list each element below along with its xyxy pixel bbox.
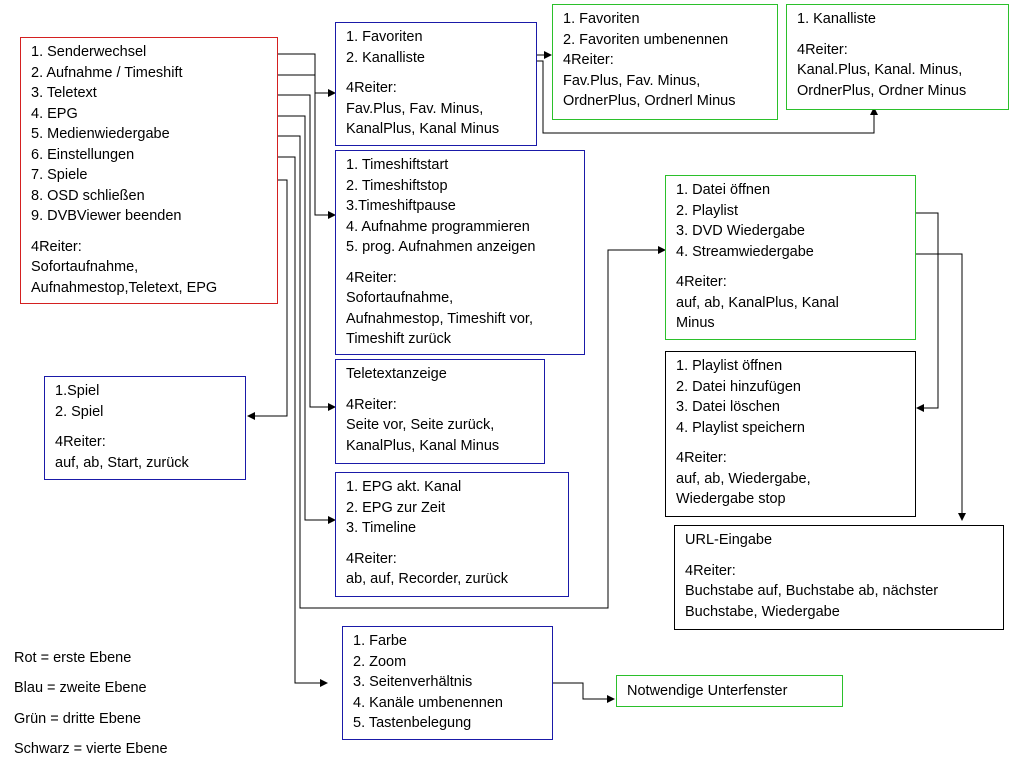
menu-item-einstellungen[interactable]: 6. Einstellungen [31, 146, 135, 163]
tabs-line: ab, auf, Recorder, zurück [346, 571, 508, 587]
tabs-label: 4Reiter: [676, 450, 727, 466]
tabs-line: Minus [676, 315, 715, 331]
tabs-line: Sofortaufnahme, [31, 259, 139, 275]
menu-item-spiel-2[interactable]: 2. Spiel [55, 403, 104, 420]
tabs-label: 4Reiter: [797, 41, 848, 58]
menu-item-aufnahme[interactable]: 2. Aufnahme / Timeshift [31, 64, 183, 81]
menu-item-url-eingabe[interactable]: URL-Eingabe [685, 532, 773, 548]
menu-item-datei-loeschen[interactable]: 3. Datei löschen [676, 399, 780, 415]
legend-level-1: Rot = erste Ebene [14, 650, 132, 666]
tabs-line: Buchstabe auf, Buchstabe ab, nächster [685, 583, 939, 599]
menu-item-epg-akt-kanal[interactable]: 1. EPG akt. Kanal [346, 479, 462, 495]
menu-item-favoriten[interactable]: 1. Favoriten [346, 29, 423, 45]
menu-item-zoom[interactable]: 2. Zoom [353, 653, 407, 670]
menu-item-seitenverhaeltnis[interactable]: 3. Seitenverhältnis [353, 674, 473, 690]
menu-item-teletextanzeige[interactable]: Teletextanzeige [346, 366, 447, 382]
aufnahme-box: 1. Timeshiftstart 2. Timeshiftstop 3.Tim… [335, 150, 585, 355]
menu-item-favoriten-umbenennen[interactable]: 2. Favoriten umbenennen [563, 31, 729, 48]
menu-item-dvd-wiedergabe[interactable]: 3. DVD Wiedergabe [676, 223, 805, 239]
legend-level-2: Blau = zweite Ebene [14, 680, 147, 696]
menu-item-spiel-1[interactable]: 1.Spiel [55, 383, 100, 399]
tabs-line: Sofortaufnahme, [346, 290, 454, 306]
menu-item-playlist[interactable]: 2. Playlist [676, 202, 739, 219]
spiele-box: 1.Spiel 2. Spiel 4Reiter: auf, ab, Start… [44, 376, 246, 480]
arrow-unterfenster [553, 682, 615, 703]
tabs-label: 4Reiter: [676, 274, 727, 290]
menu-item-timeshiftstart[interactable]: 1. Timeshiftstart [346, 157, 449, 173]
medien-box: 1. Datei öffnen 2. Playlist 3. DVD Wiede… [665, 175, 916, 340]
tabs-line: OrdnerPlus, Ordner Minus [797, 82, 967, 99]
menu-item-epg[interactable]: 4. EPG [31, 105, 78, 122]
tabs-line: auf, ab, Start, zurück [55, 454, 189, 471]
main-menu-box: 1. Senderwechsel 2. Aufnahme / Timeshift… [20, 37, 278, 304]
menu-item-timeshiftpause[interactable]: 3.Timeshiftpause [346, 198, 456, 214]
menu-item-prog-aufnahmen-anzeigen[interactable]: 5. prog. Aufnahmen anzeigen [346, 239, 536, 255]
tabs-label: 4Reiter: [31, 238, 82, 255]
tabs-line: Aufnahmestop,Teletext, EPG [31, 279, 218, 296]
tabs-line: Fav.Plus, Fav. Minus, [346, 100, 484, 117]
menu-item-dvbviewer-beenden[interactable]: 9. DVBViewer beenden [31, 208, 182, 224]
tabs-line: Kanal.Plus, Kanal. Minus, [797, 62, 963, 78]
tabs-label: 4Reiter: [55, 434, 106, 450]
menu-item-epg-zur-zeit[interactable]: 2. EPG zur Zeit [346, 499, 446, 516]
menu-item-kanalliste[interactable]: 1. Kanalliste [797, 11, 876, 27]
teletext-box: Teletextanzeige 4Reiter: Seite vor, Seit… [335, 359, 545, 464]
menu-item-timeline[interactable]: 3. Timeline [346, 520, 417, 536]
menu-item-timeshiftstop[interactable]: 2. Timeshiftstop [346, 177, 448, 194]
menu-item-kanaele-umbenennen[interactable]: 4. Kanäle umbenennen [353, 694, 503, 711]
tabs-line: Fav.Plus, Fav. Minus, [563, 72, 701, 89]
senderwechsel-box: 1. Favoriten 2. Kanalliste 4Reiter: Fav.… [335, 22, 537, 146]
menu-item-aufnahme-programmieren[interactable]: 4. Aufnahme programmieren [346, 218, 530, 235]
menu-item-spiele[interactable]: 7. Spiele [31, 167, 88, 183]
tabs-line: Aufnahmestop, Timeshift vor, [346, 310, 533, 327]
epg-box: 1. EPG akt. Kanal 2. EPG zur Zeit 3. Tim… [335, 472, 569, 597]
tabs-line: KanalPlus, Kanal Minus [346, 121, 500, 137]
menu-item-kanalliste[interactable]: 2. Kanalliste [346, 49, 425, 66]
legend-level-4: Schwarz = vierte Ebene [14, 741, 168, 757]
menu-item-streamwiedergabe[interactable]: 4. Streamwiedergabe [676, 243, 814, 260]
tabs-label: 4Reiter: [563, 52, 614, 68]
tabs-line: Buchstabe, Wiedergabe [685, 603, 840, 620]
tabs-label: 4Reiter: [346, 269, 397, 286]
einstellungen-box: 1. Farbe 2. Zoom 3. Seitenverhältnis 4. … [342, 626, 553, 740]
menu-item-favoriten[interactable]: 1. Favoriten [563, 11, 640, 27]
menu-item-medienwiedergabe[interactable]: 5. Medienwiedergabe [31, 126, 170, 142]
tabs-label: 4Reiter: [346, 396, 397, 413]
tabs-line: Wiedergabe stop [676, 491, 786, 507]
menu-item-osd-schliessen[interactable]: 8. OSD schließen [31, 187, 145, 204]
menu-item-playlist-speichern[interactable]: 4. Playlist speichern [676, 419, 805, 436]
favoriten-box: 1. Favoriten 2. Favoriten umbenennen 4Re… [552, 4, 778, 120]
menu-item-teletext[interactable]: 3. Teletext [31, 85, 97, 101]
tabs-label: 4Reiter: [346, 80, 397, 96]
menu-item-datei-hinzufuegen[interactable]: 2. Datei hinzufügen [676, 378, 801, 395]
tabs-line: auf, ab, Wiedergabe, [676, 470, 811, 487]
tabs-label: 4Reiter: [685, 562, 736, 579]
arrow-medienwiedergabe [193, 135, 666, 609]
unterfenster-box: Notwendige Unterfenster [616, 675, 843, 707]
playlist-box: 1. Playlist öffnen 2. Datei hinzufügen 3… [665, 351, 916, 517]
menu-item-playlist-oeffnen[interactable]: 1. Playlist öffnen [676, 358, 783, 374]
menu-item-tastenbelegung[interactable]: 5. Tastenbelegung [353, 715, 472, 731]
unterfenster-label: Notwendige Unterfenster [627, 683, 788, 699]
kanalliste-box: 1. Kanalliste 4Reiter: Kanal.Plus, Kanal… [786, 4, 1009, 110]
url-box: URL-Eingabe 4Reiter: Buchstabe auf, Buch… [674, 525, 1004, 630]
tabs-label: 4Reiter: [346, 550, 397, 567]
menu-item-farbe[interactable]: 1. Farbe [353, 633, 407, 649]
menu-item-datei-oeffnen[interactable]: 1. Datei öffnen [676, 182, 771, 198]
tabs-line: Seite vor, Seite zurück, [346, 417, 495, 433]
tabs-line: Timeshift zurück [346, 331, 452, 347]
tabs-line: OrdnerPlus, Ordnerl Minus [563, 93, 736, 109]
tabs-line: KanalPlus, Kanal Minus [346, 437, 500, 454]
tabs-line: auf, ab, KanalPlus, Kanal [676, 294, 839, 311]
menu-item-senderwechsel[interactable]: 1. Senderwechsel [31, 44, 147, 60]
legend-level-3: Grün = dritte Ebene [14, 711, 141, 727]
